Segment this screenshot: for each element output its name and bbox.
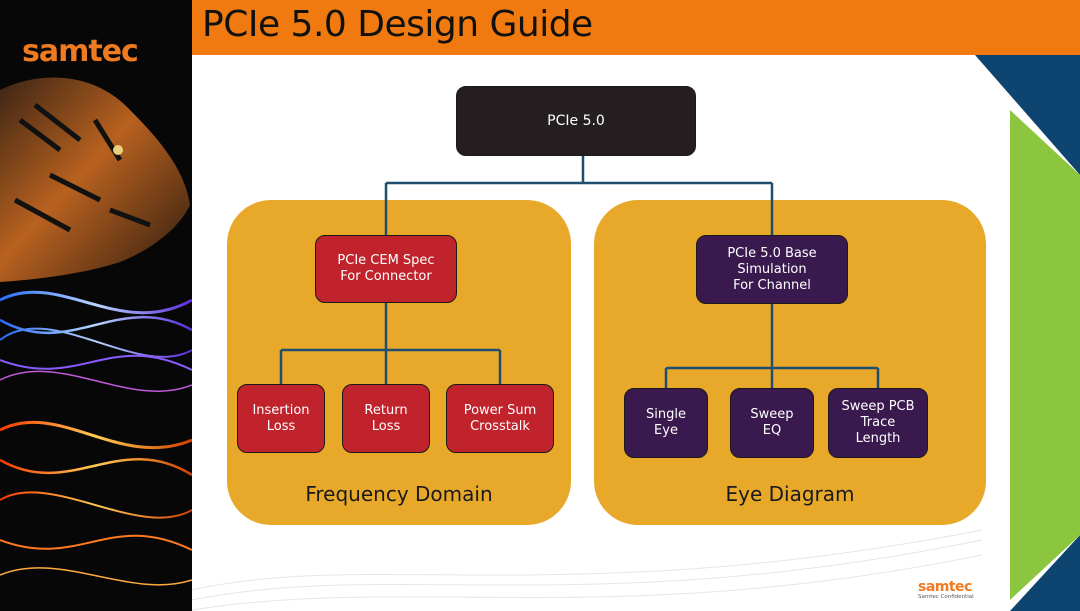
sweep-pcb-trace-length-node: Sweep PCB Trace Length [828,388,928,458]
cem-spec-node: PCIe CEM Spec For Connector [315,235,457,303]
cem-spec-label: PCIe CEM Spec For Connector [337,253,435,284]
navy-chevron [975,55,1080,611]
confidential-note: Samtec Confidential [918,594,974,600]
frequency-connector [279,303,502,384]
insertion-loss-label: Insertion Loss [252,402,310,434]
sweep-eq-node: Sweep EQ [730,388,814,458]
frequency-domain-label: Frequency Domain [305,482,493,506]
footer-logo-text: samtec [918,579,972,595]
samtec-logo-text: samtec [22,34,139,69]
sidebar-artwork: samtec [0,0,192,611]
sweep-eq-label: Sweep EQ [750,407,794,438]
power-sum-crosstalk-node: Power Sum Crosstalk [446,384,554,453]
background-texture-lines [192,529,982,611]
eye-connector [664,304,880,388]
power-sum-crosstalk-label: Power Sum Crosstalk [463,402,537,434]
title-bar [192,0,1080,55]
page-title: PCIe 5.0 Design Guide [202,4,593,45]
eye-diagram-label: Eye Diagram [725,482,855,506]
sweep-pcb-trace-length-label: Sweep PCB Trace Length [841,399,915,446]
single-eye-label: Single Eye [646,407,686,438]
samtec-logo: samtec [22,30,162,74]
root-node-pcie5: PCIe 5.0 [456,86,696,156]
root-node-label: PCIe 5.0 [547,113,605,129]
base-simulation-label: PCIe 5.0 Base Simulation For Channel [727,245,817,293]
tiger-light-wave-illustration [0,77,192,586]
base-simulation-node: PCIe 5.0 Base Simulation For Channel [696,235,848,304]
single-eye-node: Single Eye [624,388,708,458]
return-loss-label: Return Loss [364,402,408,434]
footer-logo: samtec Samtec Confidential [918,580,978,606]
green-chevron [1010,110,1080,600]
insertion-loss-node: Insertion Loss [237,384,325,453]
root-connector [384,156,774,236]
return-loss-node: Return Loss [342,384,430,453]
